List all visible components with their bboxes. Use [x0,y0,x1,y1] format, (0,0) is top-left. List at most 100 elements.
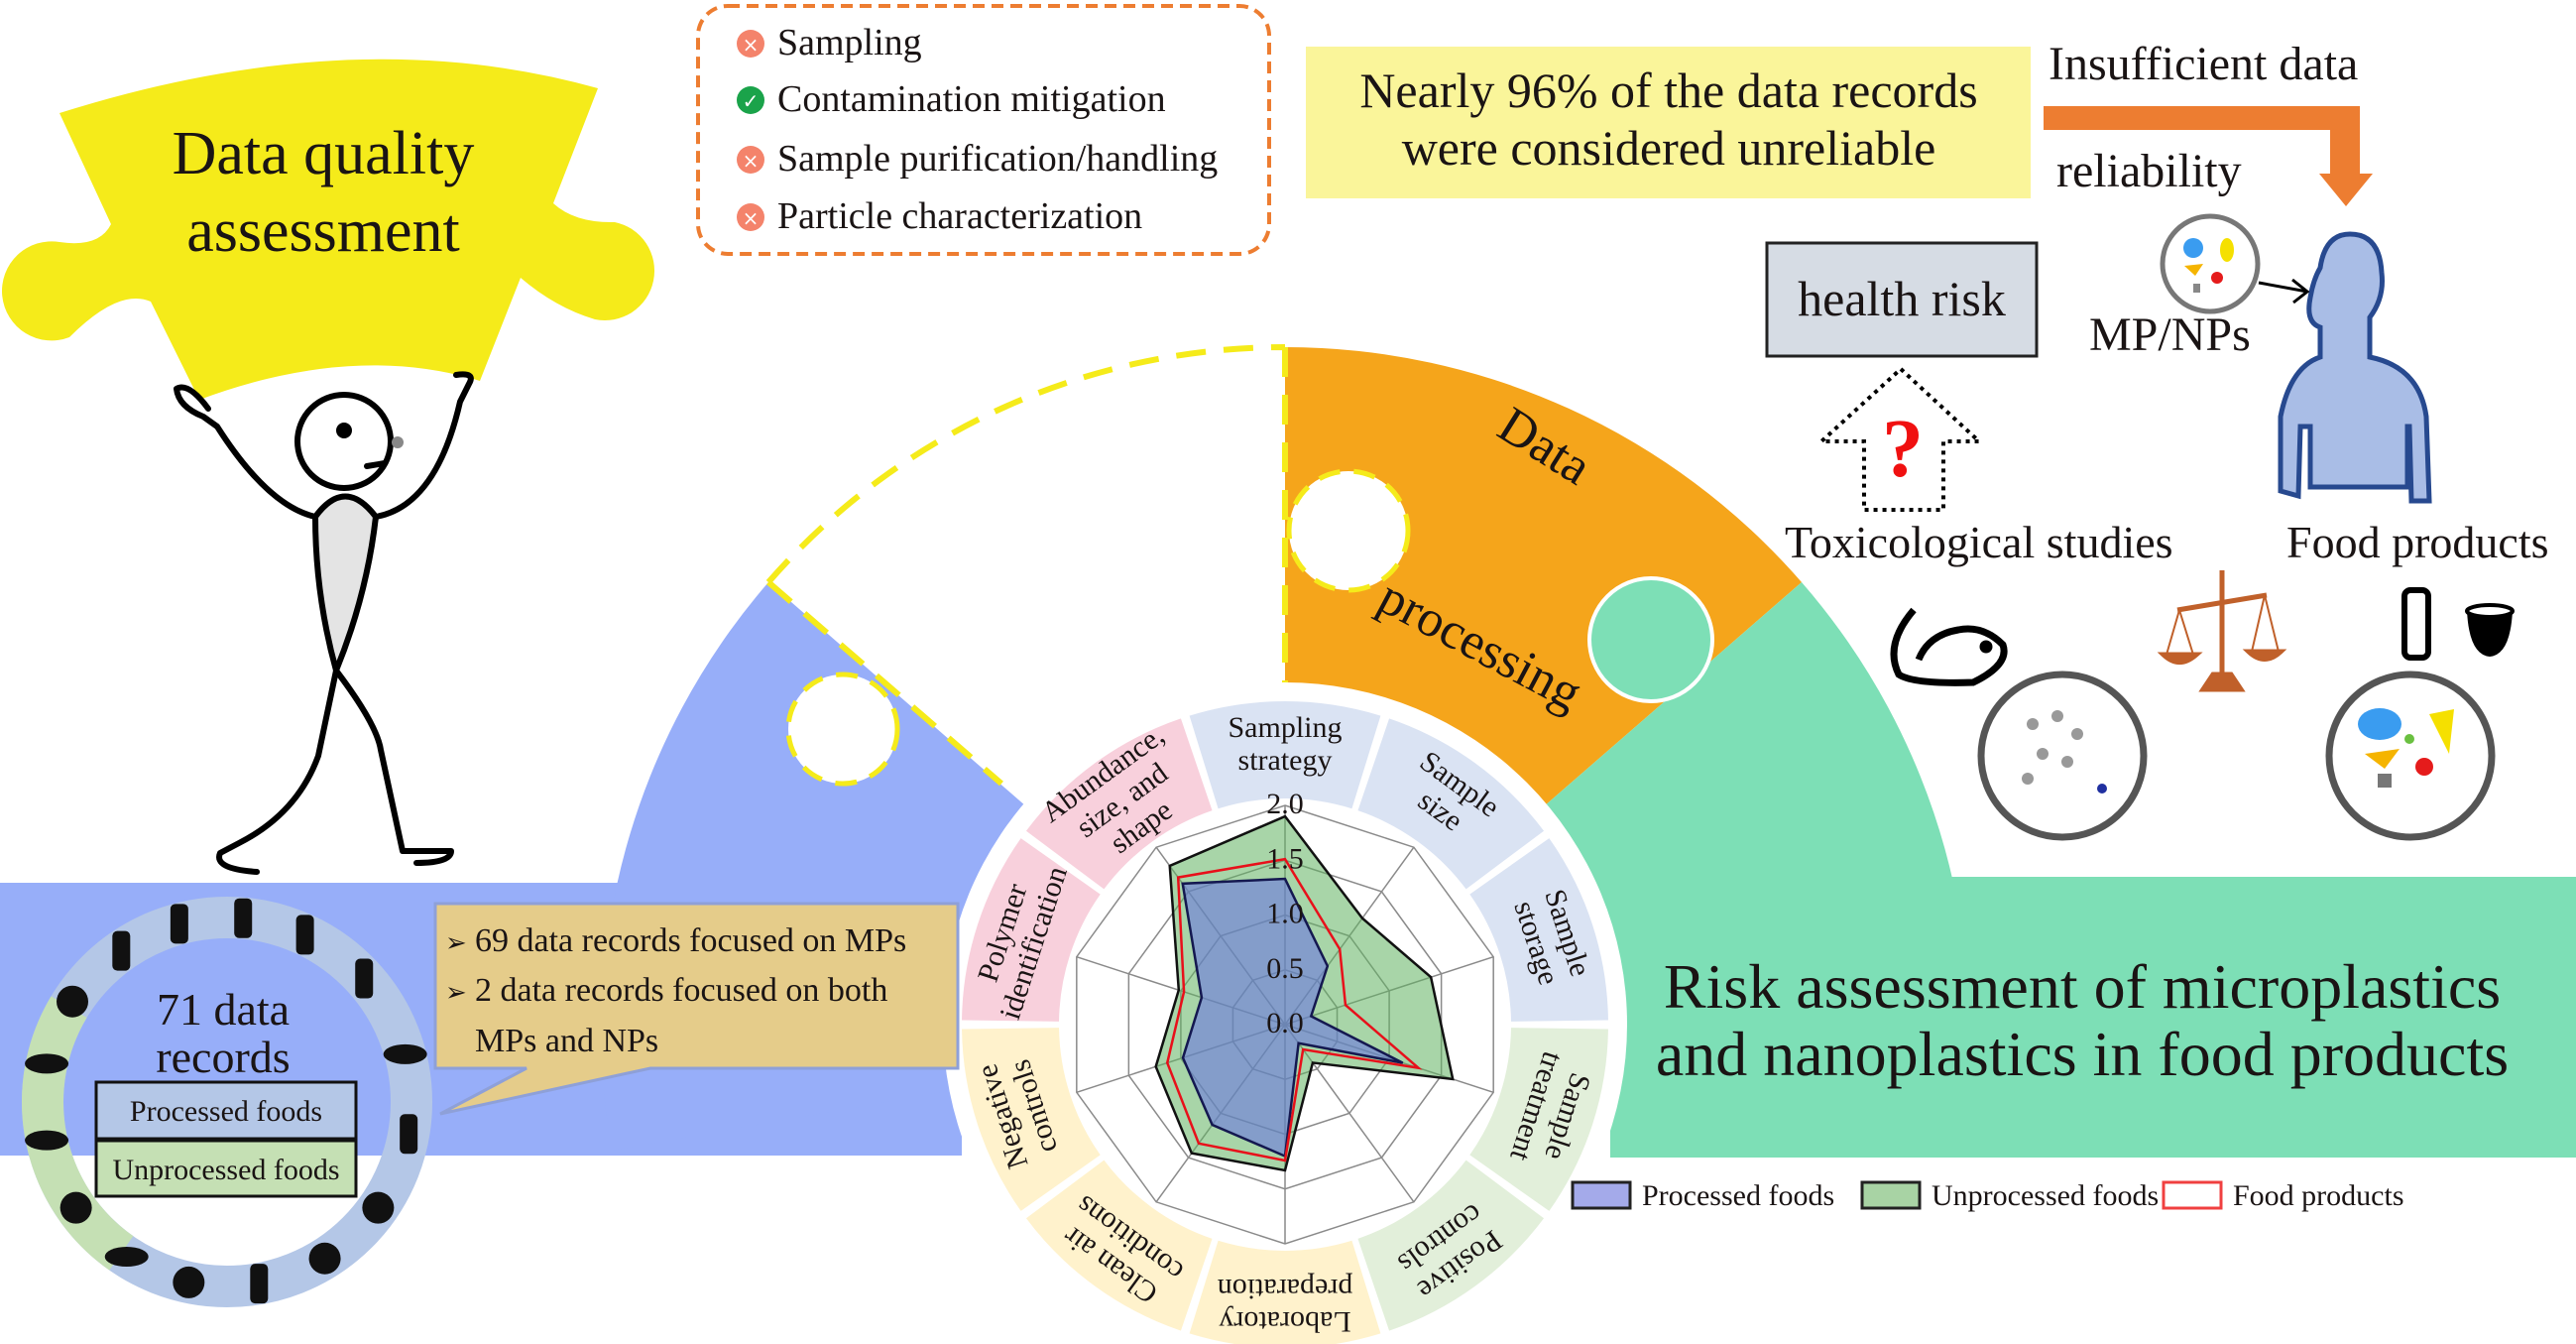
tick-label: 2.0 [1266,788,1304,820]
cross-icon [737,203,764,231]
puzzle-title-line2: assessment [186,197,460,265]
apple-icon [57,985,89,1018]
green-puzzle-knob [1587,576,1714,703]
axis-label-line: Sampling [1228,711,1342,744]
mp-nps-label: MP/NPs [2089,308,2251,361]
cross-icon [737,30,764,58]
finding-line1: Nearly 96% of the data records [1359,62,1977,118]
axis-label-wedge [1189,1240,1381,1344]
dotted-up-arrow-icon [1815,366,1985,512]
shell-icon [59,1191,92,1224]
health-risk-box [1765,241,2039,358]
drumstick-icon [173,1266,205,1298]
records-count-line2: records [156,1032,290,1082]
bullet-arrow-icon: ➢ [445,978,467,1007]
bottle-icon [2401,587,2431,661]
risk-title-line2: and nanoplastics in food products [1656,1019,2509,1089]
question-mark-icon: ? [1882,403,1924,495]
axis-label-wedge [962,838,1101,1022]
bowl-icon [2465,603,2515,657]
puzzle-title-line1: Data quality [173,120,475,187]
records-count-line1: 71 data [157,984,290,1035]
rice-bowl-icon [362,1191,395,1224]
toxicology-petri-dish-icon [1977,671,2148,841]
risk-title-line1: Risk assessment of microplastics [1664,951,2501,1022]
toxicological-studies-label: Toxicological studies [1785,517,2173,567]
legend-label: Processed foods [1642,1179,1834,1212]
food-products-label: Food products [2286,517,2549,567]
jar-icon [295,915,314,955]
axis-label-wedge [1469,1028,1608,1211]
food-categories-ring [22,897,432,1307]
axis-label-line: Laboratory [1219,1305,1350,1338]
axis-label-wedge [1025,718,1213,890]
callout-line1: 69 data records focused on MPs [475,922,906,959]
finding-line2: were considered unreliable [1402,120,1936,176]
shrimp-icon [25,1053,69,1074]
callout-line2: 2 data records focused on both [475,972,887,1009]
food-petri-dish-icon [2325,671,2496,841]
health-risk-label: health risk [1798,271,2006,326]
arrow-to-human-icon [2258,278,2310,305]
unprocessed-foods-label: Unprocessed foods [112,1154,339,1186]
criteria-item-label: Sample purification/handling [777,138,1218,180]
axis-label-wedge [1357,718,1545,890]
axis-label-wedge [1357,1160,1545,1331]
records-callout: ➢ 69 data records focused on MPs ➢ 2 dat… [433,902,960,1116]
processed-foods-label: Processed foods [130,1095,322,1128]
tick-label: 0.0 [1266,1007,1304,1039]
unprocessed-foods-box [94,1139,358,1198]
data-quality-puzzle: Data quality assessment [1,59,655,400]
drink-cup-icon [400,1114,418,1155]
fish-icon [25,1130,69,1151]
mug-icon [234,898,253,938]
legend-label: Unprocessed foods [1932,1179,2159,1212]
callout-line3: MPs and NPs [475,1023,658,1059]
salt-shaker-icon [112,930,131,971]
mp-petri-dish-icon [2160,213,2261,314]
bullet-arrow-icon: ➢ [445,928,467,957]
criteria-item-label: Particle characterization [777,195,1142,237]
milk-bottle-icon [355,958,374,999]
legend-swatch [1860,1180,1922,1210]
tick-label: 0.5 [1266,952,1304,985]
axis-label-wedge [962,1028,1101,1211]
status-symbol: × [743,33,760,57]
legend-label: Food products [2233,1179,2404,1212]
status-symbol: ✓ [743,89,760,113]
cross-icon [737,146,764,174]
axis-label-wedge [1025,1160,1213,1331]
axis-label-line: preparation [1218,1273,1353,1305]
status-symbol: × [743,206,760,230]
candy-icon [104,1246,149,1267]
radar-legend: Processed foods Unprocessed foods Food pro… [1571,1179,2404,1212]
orange-puzzle-hole [1286,468,1411,593]
axis-label-wedge [1189,700,1381,809]
axis-label-wedge [1469,838,1608,1022]
criteria-item-label: Sampling [777,22,922,63]
bottle-icon [170,904,188,944]
criteria-item-label: Contamination mitigation [777,78,1166,120]
legend-swatch [2162,1180,2223,1210]
status-symbol: × [743,149,760,173]
stick-figure-illustration [174,371,474,875]
human-silhouette-icon [2278,231,2432,504]
reliability-line1: Insufficient data [2049,38,2358,90]
canned-fish-icon [383,1043,427,1064]
legend-swatch [1571,1180,1632,1210]
processed-foods-box [94,1080,358,1141]
tick-label: 1.5 [1266,842,1304,875]
missing-puzzle-outline [765,343,1288,787]
reliability-line2: reliability [2056,145,2242,197]
wine-bottle-icon [250,1264,269,1304]
axis-label-line: strategy [1238,744,1333,777]
finding-box [1306,47,2031,198]
tick-label: 1.0 [1266,898,1304,930]
risk-title-panel [1610,877,2576,1158]
missing-puzzle-knob [785,672,900,787]
seaweed-icon [308,1242,341,1275]
